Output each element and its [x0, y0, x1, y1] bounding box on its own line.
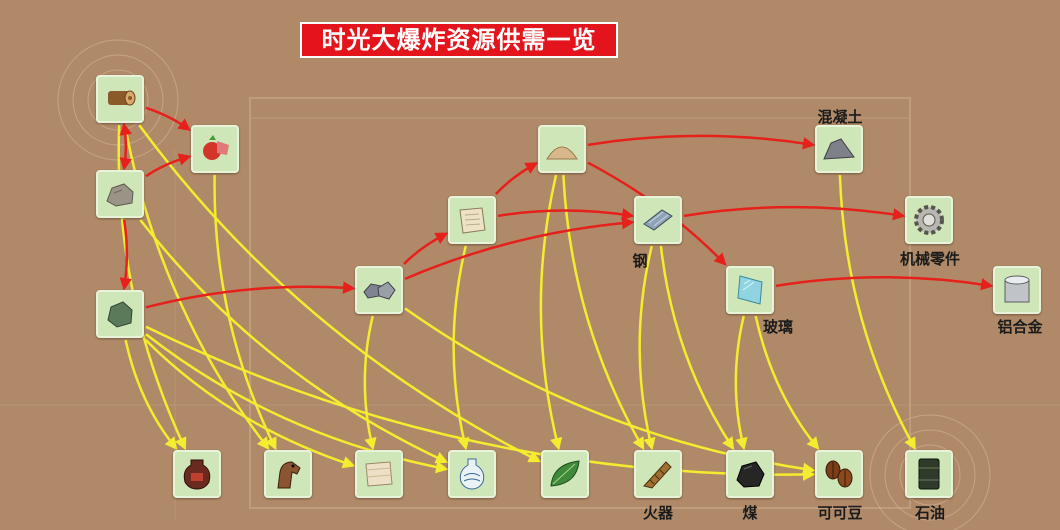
- stone-icon: [106, 183, 134, 207]
- edge-steel-to-coal: [659, 245, 735, 451]
- resource-node-coal[interactable]: [726, 450, 774, 498]
- green-ore-icon: [107, 301, 133, 328]
- firearm-icon: [643, 461, 672, 489]
- page-title: 时光大爆炸资源供需一览: [300, 22, 618, 58]
- edge-paper-to-sand: [495, 162, 539, 195]
- label-steel: 钢: [632, 252, 648, 270]
- label-cocoa: 可可豆: [817, 504, 863, 522]
- edge-stone-to-vase: [139, 219, 449, 464]
- gear-icon: [914, 205, 944, 235]
- edge-stone-to-food: [145, 153, 192, 178]
- tea-leaf-icon: [550, 460, 580, 487]
- glass-pane-icon: [737, 275, 763, 305]
- resource-node-cocoa[interactable]: [815, 450, 863, 498]
- log-icon: [108, 90, 136, 106]
- resource-node-wine[interactable]: [173, 450, 221, 498]
- wine-jar-icon: [183, 459, 211, 490]
- edge-sand-to-concrete: [587, 134, 816, 150]
- cloth-icon: [365, 461, 393, 487]
- resource-node-firearm[interactable]: [634, 450, 682, 498]
- vase-icon: [459, 458, 485, 490]
- edge-iron-to-cloth: [363, 315, 377, 451]
- iron-ore-icon: [363, 281, 396, 300]
- label-oil: 石油: [914, 504, 946, 522]
- resource-node-concrete[interactable]: [815, 125, 863, 173]
- edge-paper-to-steel: [497, 208, 635, 221]
- sand-pile-icon: [546, 146, 578, 160]
- edge-ore-to-vase: [145, 333, 449, 474]
- edge-glass-to-coal: [734, 315, 748, 451]
- label-concrete: 混凝土: [817, 108, 863, 126]
- resource-node-stone[interactable]: [96, 170, 144, 218]
- edge-sand-to-tea: [539, 174, 563, 451]
- resource-node-ore[interactable]: [96, 290, 144, 338]
- resource-node-wood[interactable]: [96, 75, 144, 123]
- edge-sand-to-firearm: [562, 174, 645, 451]
- resource-node-food[interactable]: [191, 125, 239, 173]
- edge-iron-to-paper: [403, 232, 449, 265]
- edge-ore-to-cloth: [144, 339, 356, 469]
- edge-glass-to-cocoa: [754, 315, 820, 450]
- resource-node-sand[interactable]: [538, 125, 586, 173]
- coal-icon: [736, 461, 765, 488]
- edge-wood-to-stone: [119, 122, 132, 171]
- label-alloy: 铝合金: [997, 318, 1043, 336]
- steel-bar-icon: [643, 209, 673, 231]
- edge-ore-to-cocoa: [145, 325, 816, 481]
- resource-node-cloth[interactable]: [355, 450, 403, 498]
- resource-node-paper[interactable]: [448, 196, 496, 244]
- resource-node-horse[interactable]: [264, 450, 312, 498]
- edge-ore-to-iron: [145, 281, 356, 309]
- resource-node-tea[interactable]: [541, 450, 589, 498]
- edge-glass-to-alloy: [775, 276, 994, 291]
- edge-paper-to-vase: [452, 245, 470, 451]
- resource-node-alloy[interactable]: [993, 266, 1041, 314]
- resource-node-glass[interactable]: [726, 266, 774, 314]
- fruit-meat-icon: [203, 135, 229, 160]
- resource-node-parts[interactable]: [905, 196, 953, 244]
- cocoa-bean-icon: [825, 460, 853, 488]
- alloy-cylinder-icon: [1004, 275, 1030, 303]
- resource-node-vase[interactable]: [448, 450, 496, 498]
- label-glass: 玻璃: [762, 318, 794, 336]
- horse-icon: [277, 461, 301, 489]
- oil-barrel-icon: [918, 458, 940, 490]
- edge-steel-to-firearm: [638, 245, 656, 451]
- concrete-icon: [823, 138, 855, 160]
- label-parts: 机械零件: [899, 250, 961, 268]
- label-firearm: 火器: [642, 504, 674, 522]
- edge-stone-to-ore: [119, 219, 132, 291]
- edge-iron-to-steel: [404, 216, 635, 281]
- edge-concrete-to-oil: [838, 174, 916, 451]
- edge-ore-to-wine: [124, 339, 178, 450]
- label-coal: 煤: [742, 504, 758, 522]
- edge-wood-to-tea: [138, 124, 542, 463]
- scroll-icon: [459, 207, 486, 234]
- resource-node-iron[interactable]: [355, 266, 403, 314]
- resource-node-steel[interactable]: [634, 196, 682, 244]
- edge-steel-to-parts: [683, 205, 906, 221]
- resource-node-oil[interactable]: [905, 450, 953, 498]
- edge-wood-to-food: [145, 106, 192, 132]
